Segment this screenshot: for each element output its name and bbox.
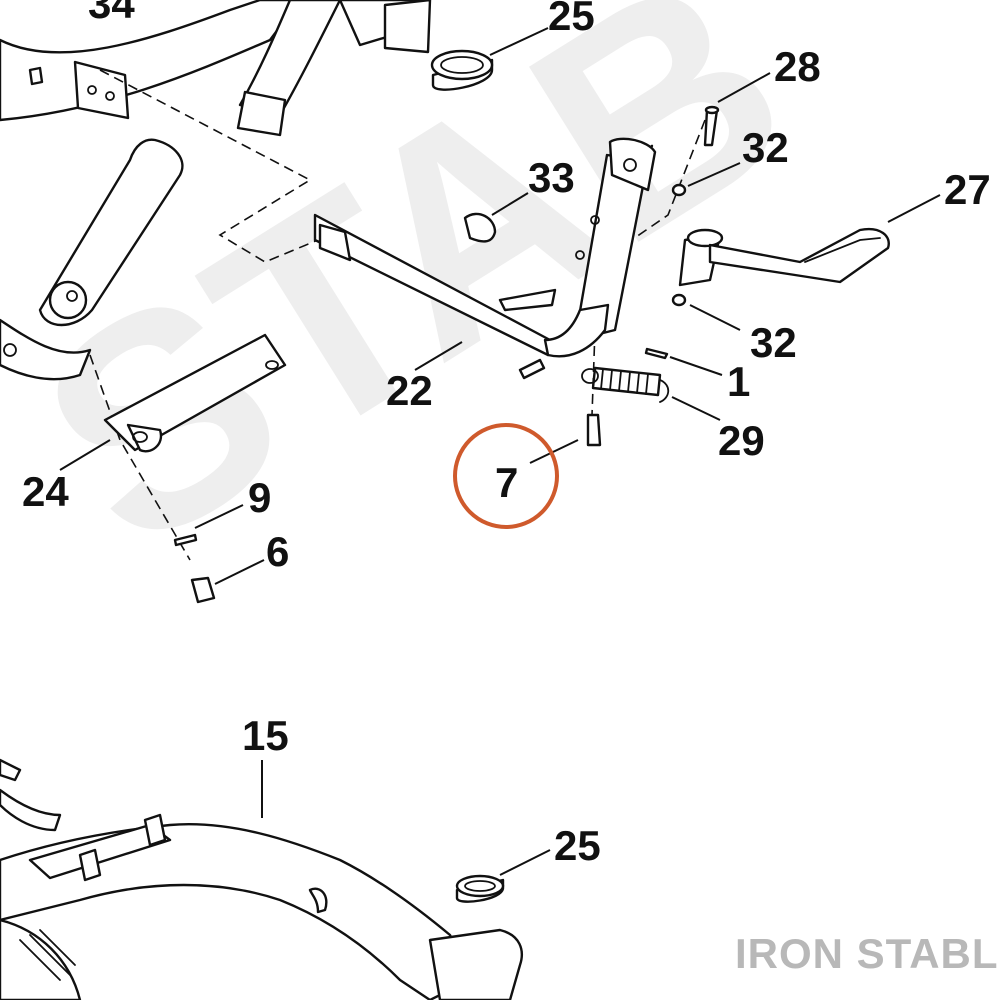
bracket-hole xyxy=(87,85,97,95)
leader-24 xyxy=(59,439,111,471)
frame-bracket xyxy=(73,60,130,120)
washer-32-bottom xyxy=(671,293,687,307)
lever-tab-small xyxy=(518,358,546,380)
lever-top-clevis xyxy=(608,137,657,192)
ring-bore xyxy=(440,56,484,74)
guide-line xyxy=(591,329,596,416)
guide-line xyxy=(89,354,191,561)
callout-labels: 34 25 28 32 33 27 32 1 22 29 7 24 9 6 15… xyxy=(22,0,991,869)
rail-hole xyxy=(3,343,17,357)
pedal-27 xyxy=(678,227,890,287)
crossmember-leg xyxy=(38,138,184,327)
ring-face xyxy=(455,874,505,898)
leader-32-bottom xyxy=(689,304,741,331)
highlight-ring xyxy=(453,423,559,529)
lever-hole xyxy=(575,250,585,260)
spring-29 xyxy=(581,366,670,403)
lever-end-clevis xyxy=(318,223,352,262)
pedal-pad-line xyxy=(804,237,881,263)
callout-24[interactable]: 24 xyxy=(22,468,69,515)
downtube-end xyxy=(236,90,287,137)
cap-33 xyxy=(463,212,497,243)
leg-bore xyxy=(66,290,78,302)
mount-plate xyxy=(383,0,432,54)
callout-27[interactable]: 27 xyxy=(944,166,991,213)
leader-lines xyxy=(59,27,941,876)
bracket-hole xyxy=(132,431,148,443)
washer-32-top xyxy=(671,183,687,197)
frame-stud xyxy=(28,66,44,86)
callout-32-bottom[interactable]: 32 xyxy=(750,319,797,366)
callout-25-bottom[interactable]: 25 xyxy=(554,822,601,869)
leader-28 xyxy=(717,72,771,103)
pedal-hub-top xyxy=(686,228,724,248)
leader-1 xyxy=(669,356,723,376)
brand-logo: IRON STABLE xyxy=(735,930,1000,977)
pin-head xyxy=(704,105,720,115)
leader-25-bottom xyxy=(499,849,551,876)
pin-1 xyxy=(644,347,669,360)
ring-bore xyxy=(464,880,496,892)
leader-7 xyxy=(529,439,579,464)
leader-32-top xyxy=(687,162,741,187)
clevis-hole xyxy=(623,158,637,172)
frame-stub xyxy=(0,758,22,782)
leader-29 xyxy=(671,396,721,421)
lever-hole xyxy=(590,215,600,225)
frame-rail-left xyxy=(0,788,62,832)
upper-frame-section xyxy=(0,0,432,381)
leader-27 xyxy=(887,194,941,223)
ring-face xyxy=(430,49,494,81)
leader-33 xyxy=(491,192,529,216)
callout-25-top[interactable]: 25 xyxy=(548,0,595,39)
callout-33[interactable]: 33 xyxy=(528,154,575,201)
bracket-24 xyxy=(103,333,287,453)
stud-7 xyxy=(586,413,602,447)
leader-6 xyxy=(214,559,265,585)
bracket-hole xyxy=(105,91,115,101)
frame-15 xyxy=(0,758,523,1000)
bracket-plate xyxy=(103,333,287,452)
callout-15[interactable]: 15 xyxy=(242,712,289,759)
leader-22 xyxy=(414,341,463,371)
callout-1[interactable]: 1 xyxy=(727,358,750,405)
bolt-6 xyxy=(190,576,216,604)
bracket-hole xyxy=(265,360,279,370)
frame-tab xyxy=(143,813,167,847)
callout-34[interactable]: 34 xyxy=(88,0,135,27)
ring-25-top xyxy=(430,49,494,91)
frame-clip xyxy=(308,887,328,914)
leader-25-top xyxy=(489,27,549,56)
callout-6[interactable]: 6 xyxy=(266,528,289,575)
guide-line xyxy=(619,119,706,249)
callout-9[interactable]: 9 xyxy=(248,474,271,521)
pin-28 xyxy=(703,105,720,147)
lower-rail xyxy=(0,318,92,381)
assembly-guides-upper xyxy=(89,69,706,561)
lever-tab xyxy=(498,288,557,312)
spring-hook xyxy=(659,379,670,403)
washer-9 xyxy=(173,533,198,547)
lever-elbow xyxy=(543,303,610,358)
bolt-head xyxy=(190,576,216,604)
spring-windings xyxy=(600,368,649,395)
lever-22 xyxy=(313,137,657,380)
bracket-flange xyxy=(126,423,163,453)
callout-32-top[interactable]: 32 xyxy=(742,124,789,171)
callout-29[interactable]: 29 xyxy=(718,417,765,464)
callout-28[interactable]: 28 xyxy=(774,43,821,90)
frame-tab xyxy=(78,848,102,882)
pedal-arm xyxy=(708,227,890,284)
spring-hook xyxy=(581,368,599,384)
ring-25-bottom xyxy=(455,874,505,903)
frame-rear-mount xyxy=(428,928,523,1000)
callout-22[interactable]: 22 xyxy=(386,367,433,414)
floorboard-ribs xyxy=(19,929,76,981)
leader-9 xyxy=(194,504,244,529)
callout-7[interactable]: 7 xyxy=(495,459,518,506)
frame-crossplate xyxy=(28,823,172,880)
guide-line xyxy=(99,69,331,263)
